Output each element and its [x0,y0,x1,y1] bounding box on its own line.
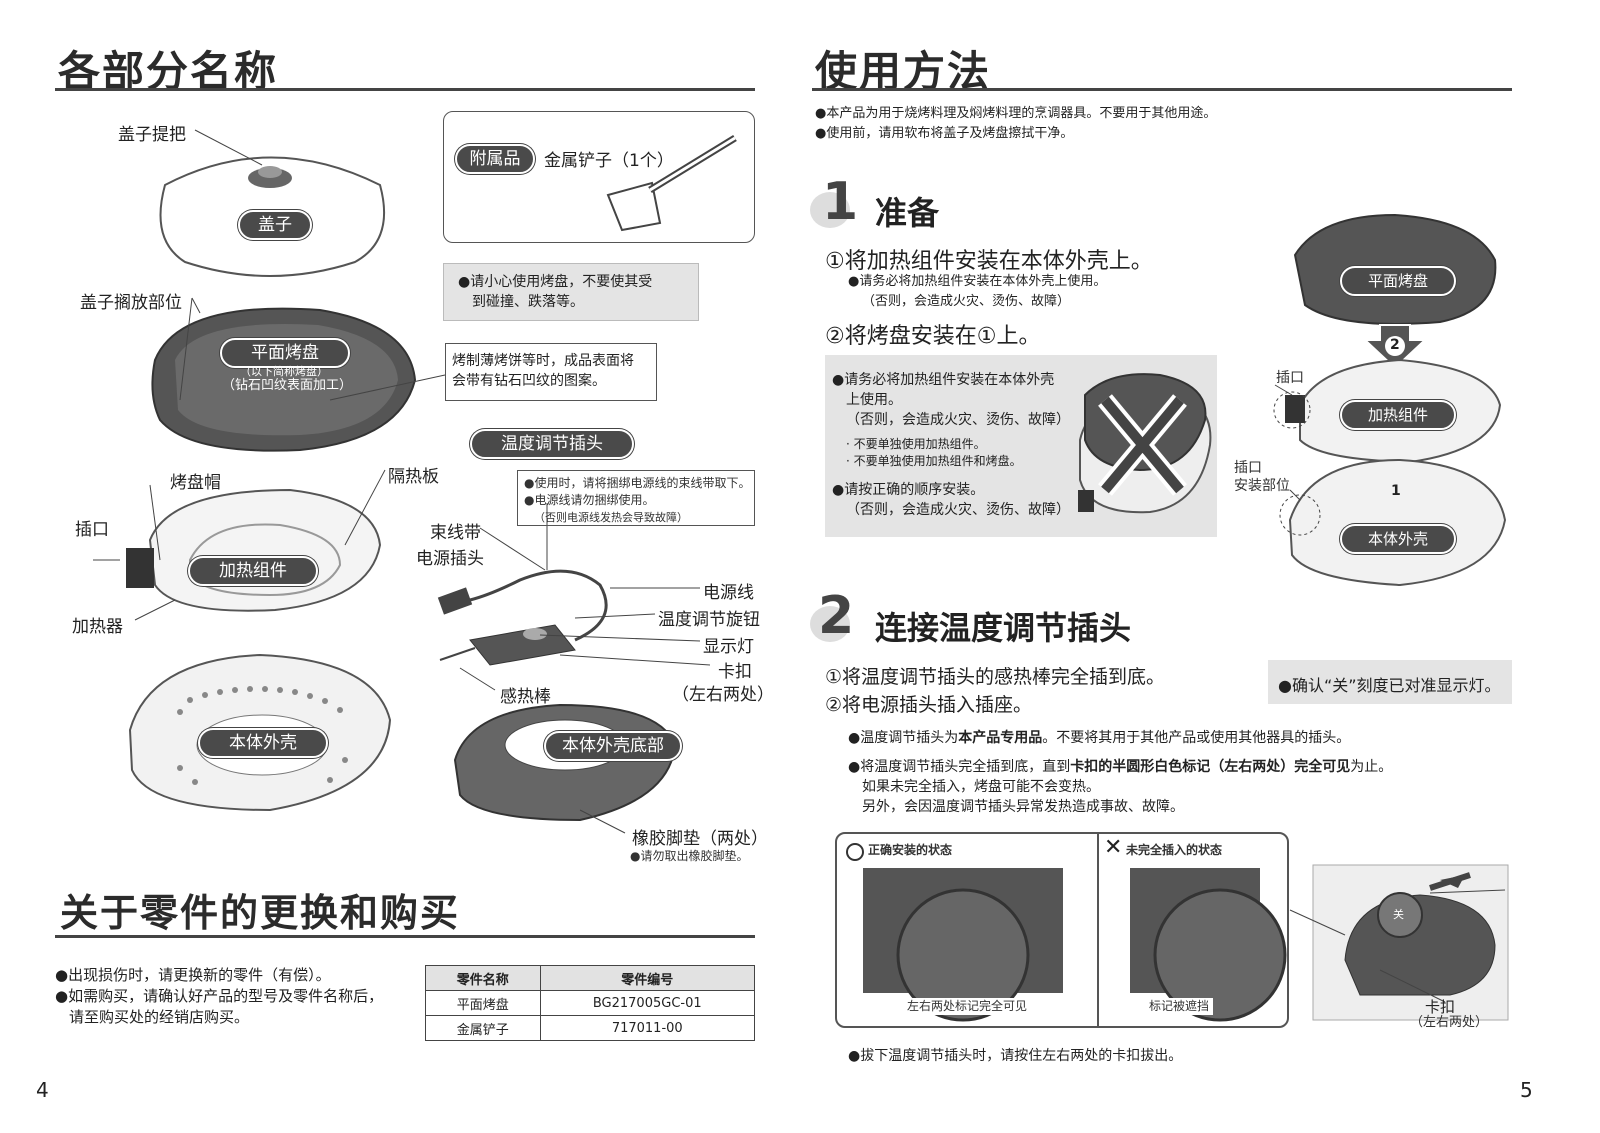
wrong-title: 未完全插入的状态 [1126,842,1222,859]
diagram-socket-mount1: 插口 [1234,460,1262,477]
diagram-flat-plate: 平面烤盘 [1340,266,1456,296]
step2-note1: ●温度调节插头为本产品专用品。不要将其用于其他产品或使用其他器具的插头。 [848,728,1350,748]
step-shell-shape [1290,460,1505,585]
cross-icon: ✕ [1104,836,1122,860]
knob-off-mark: 关 [1393,906,1404,922]
badge-2: 2 [1390,337,1400,353]
step2-sub2: ②将电源插头插入插座。 [825,690,1032,717]
diagram-heating-unit: 加热组件 [1340,400,1456,430]
badge-1: 1 [1391,483,1401,499]
confirm-text: ●确认“关”刻度已对准显示灯。 [1278,672,1501,696]
step2-note-line: 另外，会因温度调节插头异常发热造成事故、故障。 [848,797,1392,817]
circle-icon [846,843,864,861]
correct-caption: 左右两处标记完全可见 [903,998,1031,1015]
diagram-socket: 插口 [1276,370,1304,387]
step2-sub1: ①将温度调节插头的感热棒完全插到底。 [825,662,1165,689]
page-number-right: 5 [1520,1078,1533,1102]
diagram-body-shell: 本体外壳 [1340,524,1456,554]
diagram-socket-mount2: 安装部位 [1234,478,1290,495]
step2-bottom-note: ●拔下温度调节插头时，请按住左右两处的卡扣拔出。 [848,1046,1182,1066]
correct-title: 正确安装的状态 [868,842,952,859]
step2-clip-sub: （左右两处） [1410,1014,1488,1031]
step2-title: 连接温度调节插头 [875,603,1131,649]
compare-divider [1097,832,1099,1026]
step2-number-badge: 2 [810,592,862,644]
step2-note2: ●将温度调节插头完全插到底，直到卡扣的半圆形白色标记（左右两处）完全可见为止。 … [848,757,1392,817]
step2-note-line: 如果未完全插入，烤盘可能不会变热。 [848,777,1392,797]
wrong-caption: 标记被遮挡 [1145,998,1213,1015]
